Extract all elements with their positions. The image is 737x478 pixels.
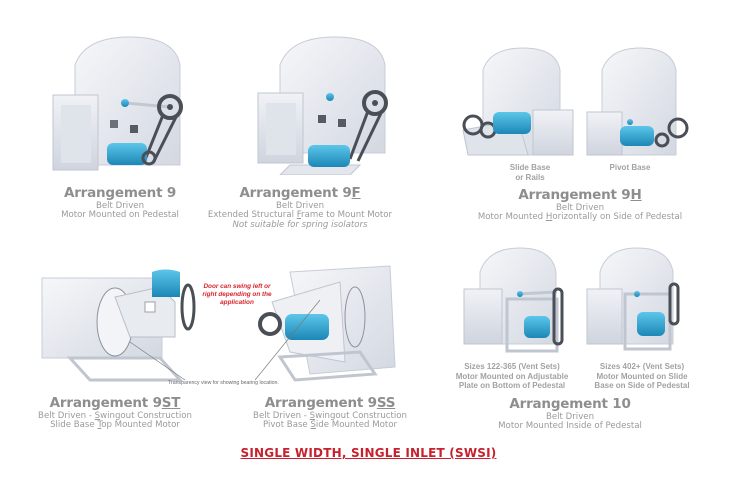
figure-desc: Motor Mounted Horizontally on Side of Pe… — [477, 212, 683, 223]
footer-heading: SINGLE WIDTH, SINGLE INLET (SWSI) — [0, 444, 737, 462]
fan-image-arrangement-9F — [250, 25, 400, 175]
figure-note: Not suitable for spring isolators — [232, 220, 368, 231]
caption-arrangement-9ST: Arrangement 9ST Belt Driven - Swingout C… — [15, 395, 215, 431]
fan-image-arrangement-9SS — [250, 262, 400, 382]
figure-title: Arrangement 10 — [509, 396, 631, 412]
figure-desc: Motor Mounted Inside of Pedestal — [498, 421, 642, 432]
figure-desc: Pivot Base Side Mounted Motor — [262, 420, 398, 431]
figure-desc: Extended Structural Frame to Mount Motor — [207, 210, 393, 221]
figure-title: Arrangement 9H — [518, 187, 642, 203]
sublabel-slide-base: Slide Base or Rails — [509, 163, 551, 182]
fan-image-arrangement-9 — [45, 25, 195, 175]
fan-image-arrangement-10-small — [462, 244, 574, 356]
fan-image-arrangement-9ST — [40, 262, 200, 382]
figure-title: Arrangement 9F — [239, 185, 361, 201]
caption-arrangement-9H: Arrangement 9H Belt Driven Motor Mounted… — [460, 187, 700, 223]
figure-desc: Belt Driven — [95, 200, 145, 211]
figure-title: Arrangement 9SS — [264, 395, 396, 411]
caption-arrangement-9: Arrangement 9 Belt Driven Motor Mounted … — [30, 185, 210, 221]
fan-image-arrangement-9H-slide-base — [458, 40, 578, 158]
figure-title: Arrangement 9 — [63, 185, 177, 201]
swsi-label: SINGLE WIDTH, SINGLE INLET (SWSI) — [240, 446, 497, 460]
figure-desc: Motor Mounted on Pedestal — [61, 210, 179, 221]
fan-image-arrangement-9H-pivot-base — [582, 40, 692, 158]
door-swing-note: Door can swing left or right depending o… — [202, 283, 272, 306]
sublabel-pivot-base: Pivot Base — [609, 163, 651, 172]
figure-desc: Belt Driven - Swingout Construction — [38, 410, 192, 421]
figure-desc: Belt Driven - Swingout Construction — [253, 410, 407, 421]
figure-desc: Belt Driven — [275, 200, 325, 211]
transparency-note: Transparency view for showing bearing lo… — [168, 380, 279, 386]
sublabel-sizes-402-plus: Sizes 402+ (Vent Sets) Motor Mounted on … — [594, 362, 690, 391]
figure-desc: Belt Driven — [555, 202, 605, 213]
caption-arrangement-10: Arrangement 10 Belt Driven Motor Mounted… — [470, 396, 670, 432]
fan-image-arrangement-10-large — [585, 244, 690, 356]
caption-arrangement-9F: Arrangement 9F Belt Driven Extended Stru… — [175, 185, 425, 231]
caption-arrangement-9SS: Arrangement 9SS Belt Driven - Swingout C… — [230, 395, 430, 431]
figure-desc: Belt Driven — [545, 411, 595, 422]
sublabel-sizes-122-365: Sizes 122-365 (Vent Sets) Motor Mounted … — [455, 362, 569, 391]
figure-desc: Slide Base Top Mounted Motor — [50, 420, 180, 431]
figure-title: Arrangement 9ST — [49, 395, 181, 411]
